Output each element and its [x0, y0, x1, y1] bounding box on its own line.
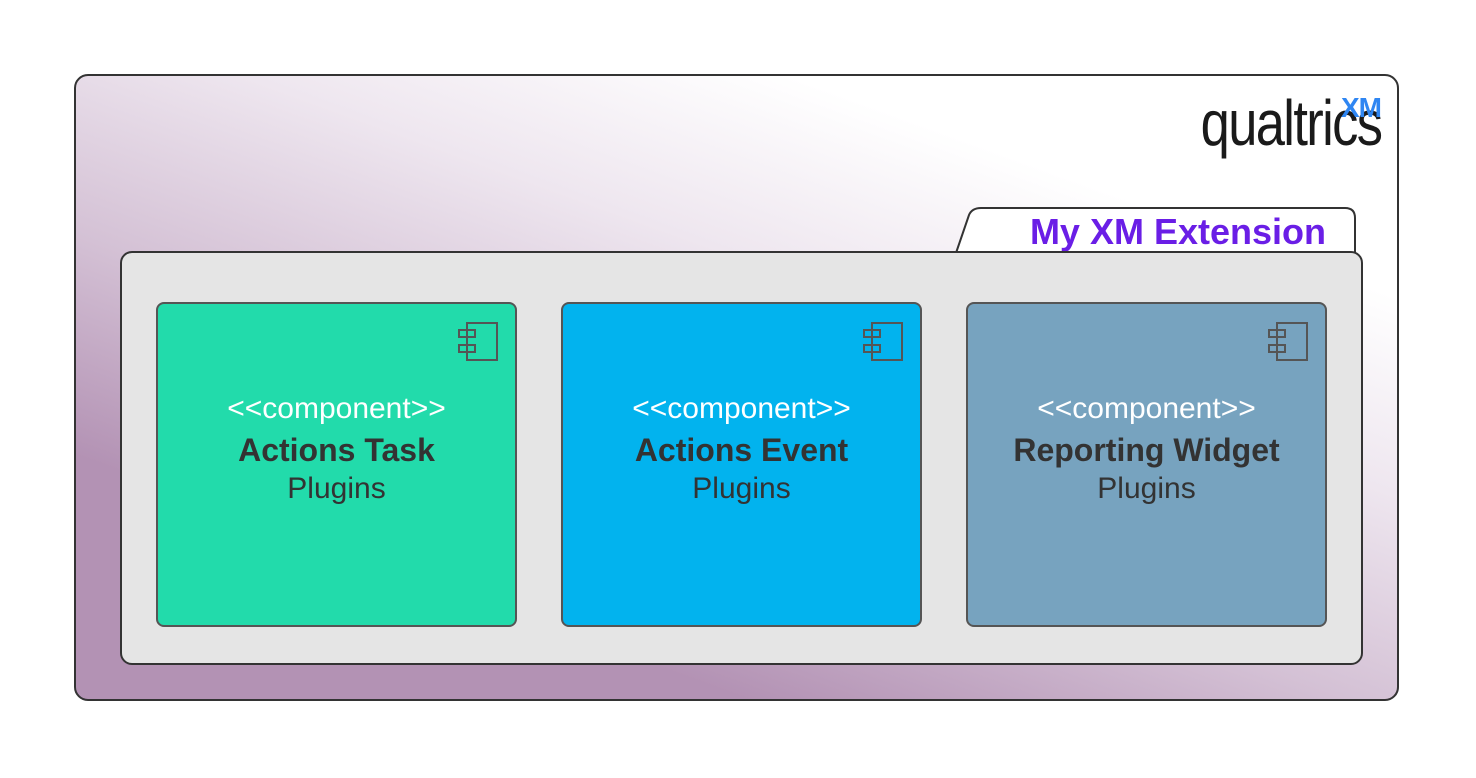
- component-name: Actions Task: [238, 432, 435, 468]
- component-reporting-widget: <<component>> Reporting Widget Plugins: [966, 302, 1327, 627]
- component-name: Reporting Widget: [1013, 432, 1280, 468]
- component-subtitle: Plugins: [1097, 472, 1196, 505]
- component-stereotype: <<component>>: [632, 392, 851, 425]
- logo-wordmark: qualtrics: [1200, 87, 1382, 159]
- qualtrics-logo: qualtrics XM: [1161, 86, 1382, 160]
- component-subtitle: Plugins: [287, 472, 386, 505]
- package-label: My XM Extension: [1029, 211, 1326, 252]
- component-stereotype: <<component>>: [227, 392, 446, 425]
- component-name: Actions Event: [634, 432, 849, 468]
- component-stereotype: <<component>>: [1037, 392, 1256, 425]
- component-actions-task: <<component>> Actions Task Plugins: [156, 302, 517, 627]
- package-tab-shape: [955, 207, 1356, 254]
- component-actions-event: <<component>> Actions Event Plugins: [561, 302, 922, 627]
- uml-component-icon: [458, 322, 498, 361]
- uml-component-icon: [1268, 322, 1308, 361]
- uml-component-icon: [863, 322, 903, 361]
- package-tab: My XM Extension: [955, 207, 1356, 254]
- logo-xm-superscript: XM: [1341, 92, 1382, 123]
- component-subtitle: Plugins: [692, 472, 791, 505]
